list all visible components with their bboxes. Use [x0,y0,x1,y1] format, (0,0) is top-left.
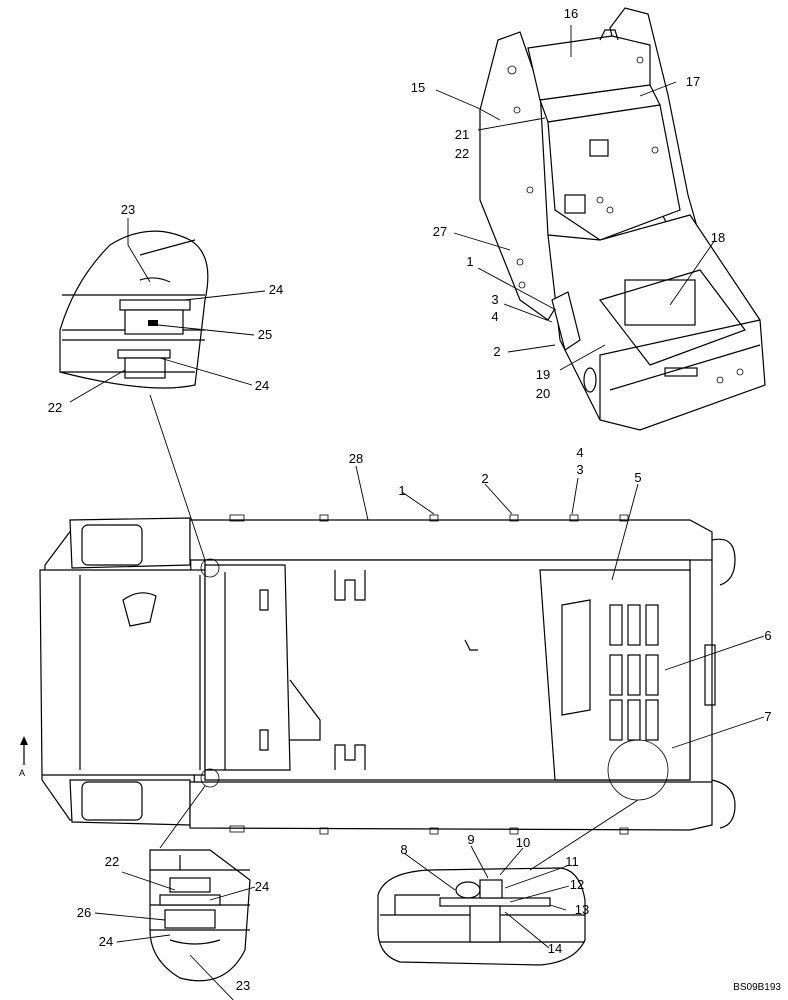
callout-25: 25 [258,327,272,342]
callout-3-main: 3 [576,462,583,477]
callout-2-iso: 2 [493,344,500,359]
detail-upper-pivot [59,230,209,389]
callout-1-iso: 1 [466,254,473,269]
callout-7: 7 [764,709,771,724]
detail-lower-pivot [149,849,251,982]
callout-22-iso: 22 [455,146,469,161]
callout-23-upper: 23 [121,202,135,217]
callout-12: 12 [570,877,584,892]
callout-24-upper-a: 24 [269,282,283,297]
view-marker-a: A [19,768,25,778]
callout-28: 28 [349,451,363,466]
drawing-reference: BS09B193 [733,982,781,993]
callout-4-iso: 4 [491,309,498,324]
callout-15: 15 [411,80,425,95]
callout-24-lower-b: 24 [99,934,113,949]
callout-19: 19 [536,367,550,382]
callout-14: 14 [548,941,562,956]
callout-23-lower: 23 [236,978,250,993]
callout-21: 21 [455,127,469,142]
callout-9: 9 [467,832,474,847]
callout-10: 10 [516,835,530,850]
frame-isometric-view [479,7,766,431]
callout-11: 11 [565,854,579,869]
callout-17: 17 [686,74,700,89]
callout-5: 5 [634,470,641,485]
detail-seat-latch [377,867,586,966]
callout-27: 27 [433,224,447,239]
callout-16: 16 [564,6,578,21]
callout-13: 13 [575,902,589,917]
callout-20: 20 [536,386,550,401]
callout-6: 6 [764,628,771,643]
frame-top-view [20,514,736,835]
callout-8: 8 [400,842,407,857]
callout-22-upper: 22 [48,400,62,415]
callout-18: 18 [711,230,725,245]
callout-24-lower-a: 24 [255,879,269,894]
callout-3-iso: 3 [491,292,498,307]
callout-26: 26 [77,905,91,920]
callout-4-main: 4 [576,445,583,460]
leader-lines [69,25,765,1000]
callout-24-upper-b: 24 [255,378,269,393]
callout-22-lower: 22 [105,854,119,869]
callout-1-main: 1 [398,483,405,498]
callout-labels: 16 15 17 21 22 27 18 1 3 4 2 19 20 23 24… [19,6,781,993]
callout-2-main: 2 [481,471,488,486]
